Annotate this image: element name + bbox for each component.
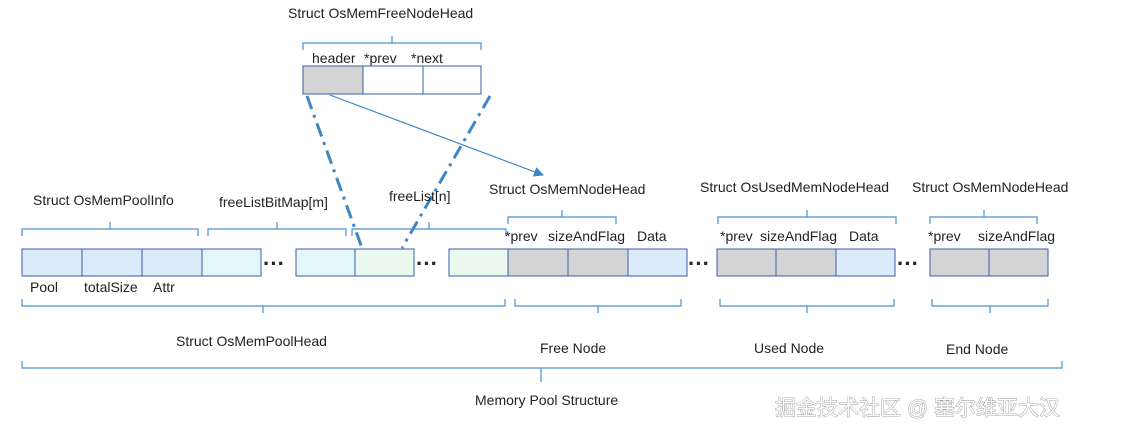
free-node-head-next-cell — [422, 65, 482, 95]
free-node-caption: Free Node — [540, 340, 606, 356]
free-list-label: freeList[n] — [389, 188, 450, 204]
used-node-caption: Used Node — [754, 340, 824, 356]
pool-info-brace — [21, 222, 199, 236]
pool-head-brace — [21, 299, 506, 313]
used-node-prev-cell — [716, 248, 777, 277]
end-node-field-prev: *prev — [928, 228, 961, 244]
end-node-field-size: sizeAndFlag — [978, 228, 1055, 244]
used-node-field-size: sizeAndFlag — [760, 228, 837, 244]
end-node-struct-title: Struct OsMemNodeHead — [912, 179, 1068, 195]
end-node-caption: End Node — [946, 341, 1008, 357]
pool-info-title: Struct OsMemPoolInfo — [33, 192, 174, 208]
bitmap-cell-m — [295, 248, 356, 277]
pool-label: Pool — [30, 279, 58, 295]
ellipsis-4: ··· — [897, 251, 919, 276]
free-node-data-cell — [627, 248, 688, 277]
used-node-field-data: Data — [849, 228, 879, 244]
free-node-field-size: sizeAndFlag — [548, 228, 625, 244]
free-node-prev-cell — [507, 248, 569, 277]
memory-pool-caption: Memory Pool Structure — [475, 392, 618, 408]
watermark: 掘金技术社区 @ 塞尔维亚大汉 — [775, 397, 1060, 420]
totalsize-cell — [81, 248, 143, 277]
end-node-struct-brace — [929, 210, 1038, 224]
memory-pool-brace — [21, 361, 1063, 382]
end-node-prev-cell — [929, 248, 990, 277]
bitmap-cell — [201, 248, 262, 277]
ellipsis-2: ··· — [416, 251, 438, 276]
used-node-struct-title: Struct OsUsedMemNodeHead — [700, 179, 889, 195]
free-node-head-brace — [302, 36, 482, 50]
free-node-struct-title: Struct OsMemNodeHead — [489, 181, 645, 197]
free-list-cell-0 — [354, 248, 415, 277]
free-node-head-field-next: *next — [411, 50, 443, 66]
free-node-head-field-header: header — [312, 50, 356, 66]
end-node-brace — [931, 299, 1049, 313]
attr-label: Attr — [153, 279, 175, 295]
expand-line-right — [400, 95, 492, 249]
free-node-field-data: Data — [637, 228, 667, 244]
free-node-brace — [514, 299, 682, 313]
end-node-size-cell — [988, 248, 1049, 277]
used-node-brace — [719, 299, 895, 313]
free-list-cell-n — [448, 248, 509, 277]
pool-cell — [21, 248, 83, 277]
free-list-brace — [351, 222, 507, 236]
attr-cell — [141, 248, 203, 277]
used-node-data-cell — [835, 248, 896, 277]
free-node-head-prev-cell — [362, 65, 424, 95]
free-node-size-cell — [567, 248, 629, 277]
free-node-struct-brace — [507, 210, 617, 224]
used-node-size-cell — [775, 248, 837, 277]
bitmap-brace — [207, 222, 347, 236]
pool-head-caption: Struct OsMemPoolHead — [176, 333, 327, 349]
free-node-field-prev: *prev — [505, 228, 538, 244]
ellipsis-1: ··· — [263, 251, 285, 276]
expand-line-left — [305, 95, 364, 249]
used-node-struct-brace — [717, 210, 897, 224]
free-node-head-field-prev: *prev — [364, 50, 397, 66]
free-node-head-title: Struct OsMemFreeNodeHead — [288, 5, 473, 21]
ellipsis-3: ··· — [688, 251, 710, 276]
totalsize-label: totalSize — [84, 279, 138, 295]
free-list-bitmap-label: freeListBitMap[m] — [219, 194, 328, 210]
header-arrow — [329, 94, 544, 177]
used-node-field-prev: *prev — [720, 228, 753, 244]
free-node-head-header-cell — [302, 65, 364, 95]
